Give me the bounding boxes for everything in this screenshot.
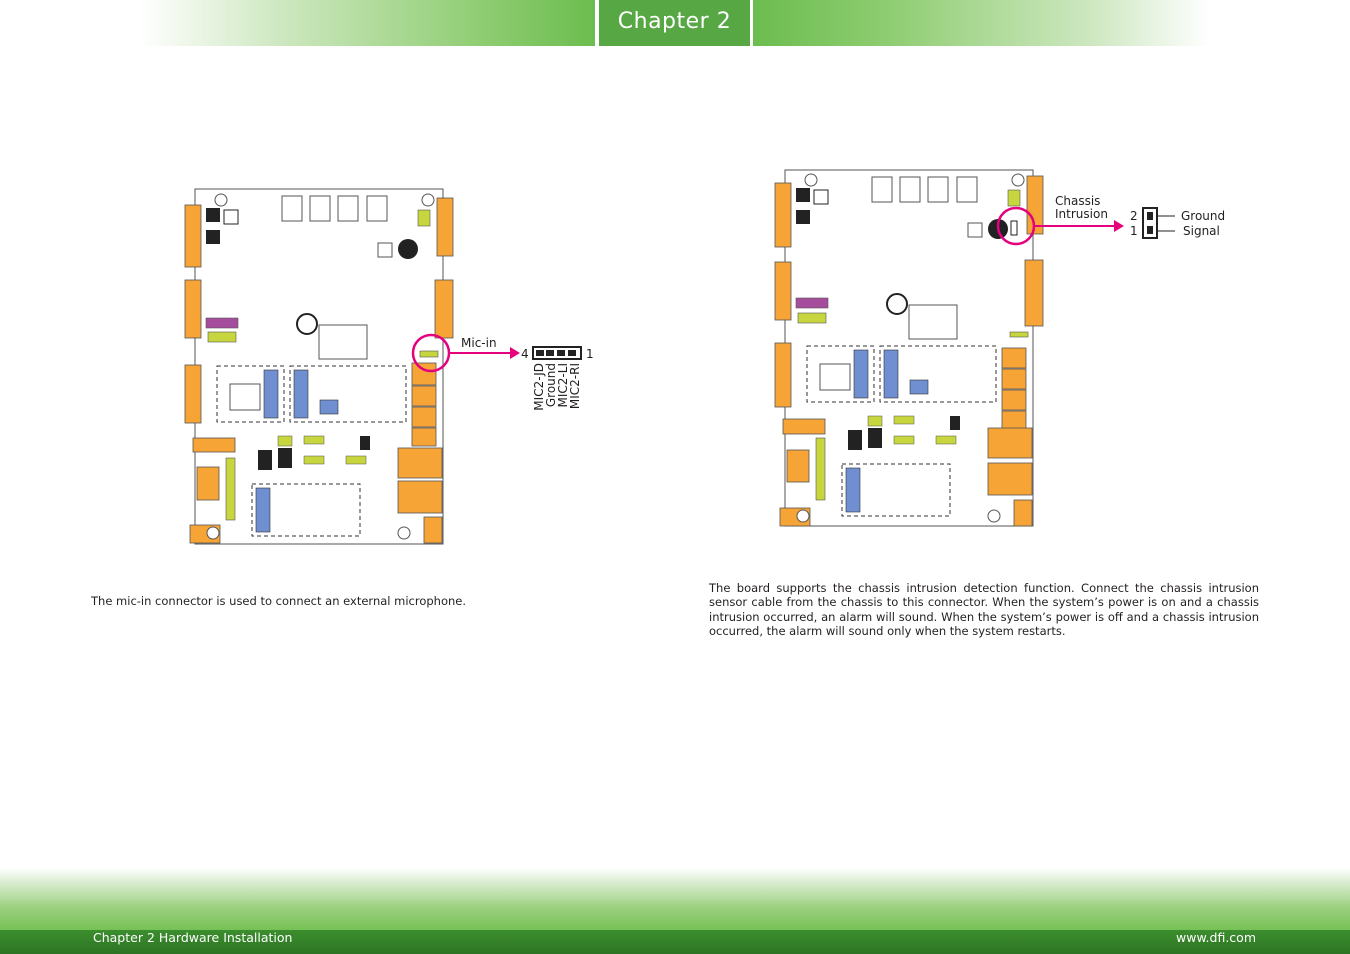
chapter-tab: Chapter 2 bbox=[599, 0, 750, 46]
mic-in-description: The mic-in connector is used to connect … bbox=[91, 594, 467, 608]
footer-website-link[interactable]: www.dfi.com bbox=[1176, 930, 1256, 945]
pin-name-mic2-ri: MIC2-RI bbox=[568, 363, 582, 409]
pin-2-label: 2 bbox=[1130, 209, 1138, 223]
header-gradient-left bbox=[140, 0, 595, 46]
ground-label: Ground bbox=[1181, 209, 1225, 223]
intrusion-label: Intrusion bbox=[1055, 207, 1108, 221]
pin-4-label: 4 bbox=[521, 347, 529, 361]
board-diagram-chassis-intrusion: Chassis Intrusion 2 1 Ground Signal bbox=[774, 169, 1225, 527]
mic-in-label: Mic-in bbox=[461, 336, 497, 350]
signal-label: Signal bbox=[1183, 224, 1220, 238]
pin-name-ground: Ground bbox=[544, 363, 558, 407]
pin-1-label: 1 bbox=[1130, 224, 1138, 238]
pin-1-label: 1 bbox=[586, 347, 594, 361]
chassis-intrusion-description: The board supports the chassis intrusion… bbox=[709, 581, 1259, 639]
board-diagram-mic-in: Mic-in 4 1 MIC2-JD Ground MIC2-LI MIC2-R… bbox=[184, 188, 594, 545]
footer-section-title: Chapter 2 Hardware Installation bbox=[93, 930, 293, 945]
chassis-label: Chassis bbox=[1055, 194, 1100, 208]
pin-name-mic2-jd: MIC2-JD bbox=[532, 363, 546, 411]
header-gradient-right bbox=[753, 0, 1210, 46]
footer-gradient bbox=[0, 868, 1350, 930]
pin-name-mic2-li: MIC2-LI bbox=[556, 363, 570, 407]
footer-bar bbox=[0, 930, 1350, 954]
